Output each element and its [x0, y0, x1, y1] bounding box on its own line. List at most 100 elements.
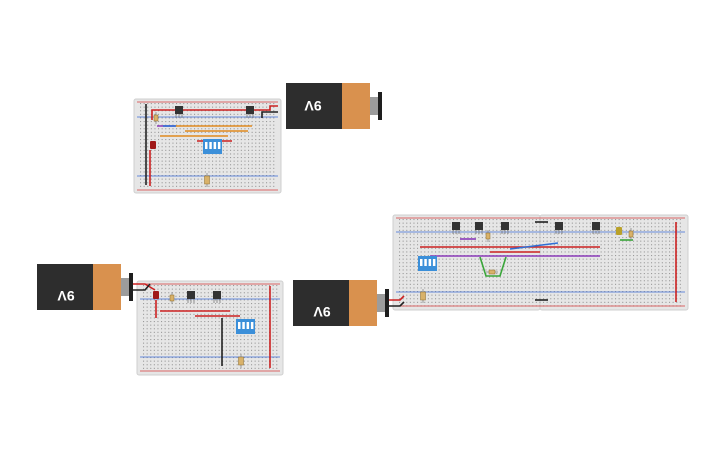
wire-power[interactable]	[389, 295, 405, 301]
transistor[interactable]	[475, 222, 483, 234]
breadboard-hole	[265, 310, 267, 312]
resistor[interactable]	[238, 354, 244, 368]
breadboard-hole	[661, 265, 663, 267]
breadboard-hole	[154, 164, 156, 166]
wire-ground[interactable]	[133, 283, 151, 291]
breadboard[interactable]	[392, 214, 689, 311]
breadboard-hole	[207, 324, 209, 326]
dip-switch-keys[interactable]	[205, 142, 221, 149]
breadboard-hole	[266, 135, 268, 137]
wire-ground[interactable]	[389, 301, 405, 307]
breadboard-hole	[622, 222, 624, 224]
dip-switch-key[interactable]	[424, 259, 427, 266]
circuit-top[interactable]: 9V	[133, 83, 382, 194]
wire-ground[interactable]	[261, 111, 278, 118]
wire-signal[interactable]	[479, 256, 507, 277]
transistor[interactable]	[452, 222, 460, 234]
dip-switch-key[interactable]	[205, 142, 208, 149]
led[interactable]	[150, 141, 156, 149]
wire-power[interactable]	[151, 105, 278, 120]
breadboard-hole	[535, 280, 537, 282]
dip-switch-key[interactable]	[428, 259, 432, 266]
dip-switch[interactable]	[203, 139, 222, 154]
transistor[interactable]	[187, 291, 195, 303]
breadboard-hole	[622, 269, 624, 271]
breadboard-hole	[251, 306, 253, 308]
resistor[interactable]	[204, 173, 210, 187]
breadboard-hole	[190, 113, 192, 115]
wire-signal[interactable]	[509, 242, 559, 250]
breadboard-hole	[431, 301, 433, 303]
breadboard-hole	[510, 244, 512, 246]
breadboard-hole	[226, 131, 228, 133]
transistor[interactable]	[501, 222, 509, 234]
breadboard-hole	[553, 301, 555, 303]
breadboard-hole	[589, 219, 591, 221]
circuit-bottom-left[interactable]: 9V	[37, 264, 284, 376]
breadboard-hole	[636, 283, 638, 285]
breadboard-hole	[164, 313, 166, 315]
dip-switch[interactable]	[236, 319, 255, 334]
breadboard-hole	[186, 149, 188, 151]
breadboard-hole	[272, 306, 274, 308]
dip-switch-keys[interactable]	[420, 259, 436, 266]
breadboard-hole	[186, 178, 188, 180]
breadboard-hole	[438, 258, 440, 260]
transistor[interactable]	[592, 222, 600, 234]
dip-switch[interactable]	[418, 256, 437, 271]
breadboard-hole	[499, 265, 501, 267]
breadboard-hole	[618, 244, 620, 246]
dip-switch-key[interactable]	[246, 322, 250, 329]
dip-switch-keys[interactable]	[238, 322, 254, 329]
breadboard-hole	[233, 331, 235, 333]
resistor[interactable]	[485, 230, 491, 242]
dip-switch-key[interactable]	[209, 142, 212, 149]
breadboard-hole	[179, 342, 181, 344]
breadboard[interactable]	[136, 280, 284, 376]
dip-switch-key[interactable]	[217, 142, 221, 149]
breadboard-hole	[427, 219, 429, 221]
battery-9v[interactable]: 9V	[286, 83, 382, 129]
breadboard-hole	[557, 247, 559, 249]
battery-9v[interactable]: 9V	[37, 264, 133, 310]
breadboard-hole	[543, 287, 545, 289]
breadboard-hole	[597, 247, 599, 249]
transistor[interactable]	[213, 291, 221, 303]
dip-switch-key[interactable]	[238, 322, 241, 329]
resistor[interactable]	[169, 292, 175, 304]
dip-switch-key[interactable]	[432, 259, 436, 266]
breadboard-hole	[568, 291, 570, 293]
resistor[interactable]	[628, 228, 634, 240]
breadboard-hole	[553, 265, 555, 267]
dip-switch-key[interactable]	[250, 322, 254, 329]
transistor[interactable]	[555, 222, 563, 234]
battery-9v[interactable]: 9V	[293, 280, 389, 326]
transistor[interactable]	[175, 106, 183, 118]
dip-switch-key[interactable]	[420, 259, 423, 266]
circuit-bottom-right[interactable]: 9V	[293, 214, 689, 326]
breadboard-hole	[521, 301, 523, 303]
led[interactable]	[153, 291, 159, 299]
breadboard-hole	[143, 160, 145, 162]
wire-power[interactable]	[133, 283, 156, 291]
transistor[interactable]	[246, 106, 254, 118]
breadboard-hole	[499, 283, 501, 285]
breadboard-hole	[215, 182, 217, 184]
breadboard-hole	[640, 265, 642, 267]
breadboard-hole	[147, 135, 149, 137]
resistor[interactable]	[153, 112, 159, 124]
dip-switch-key[interactable]	[213, 142, 217, 149]
breadboard-hole	[557, 262, 559, 264]
breadboard-hole	[629, 237, 631, 239]
breadboard-hole	[168, 303, 170, 305]
resistor[interactable]	[420, 289, 426, 303]
breadboard-hole	[208, 121, 210, 123]
dip-switch-key[interactable]	[242, 322, 245, 329]
breadboard-hole	[539, 222, 541, 224]
led[interactable]	[616, 227, 622, 235]
breadboard-hole	[207, 342, 209, 344]
breadboard-hole	[165, 121, 167, 123]
breadboard-hole	[247, 357, 249, 359]
breadboard-hole	[413, 237, 415, 239]
resistor[interactable]	[486, 269, 498, 275]
